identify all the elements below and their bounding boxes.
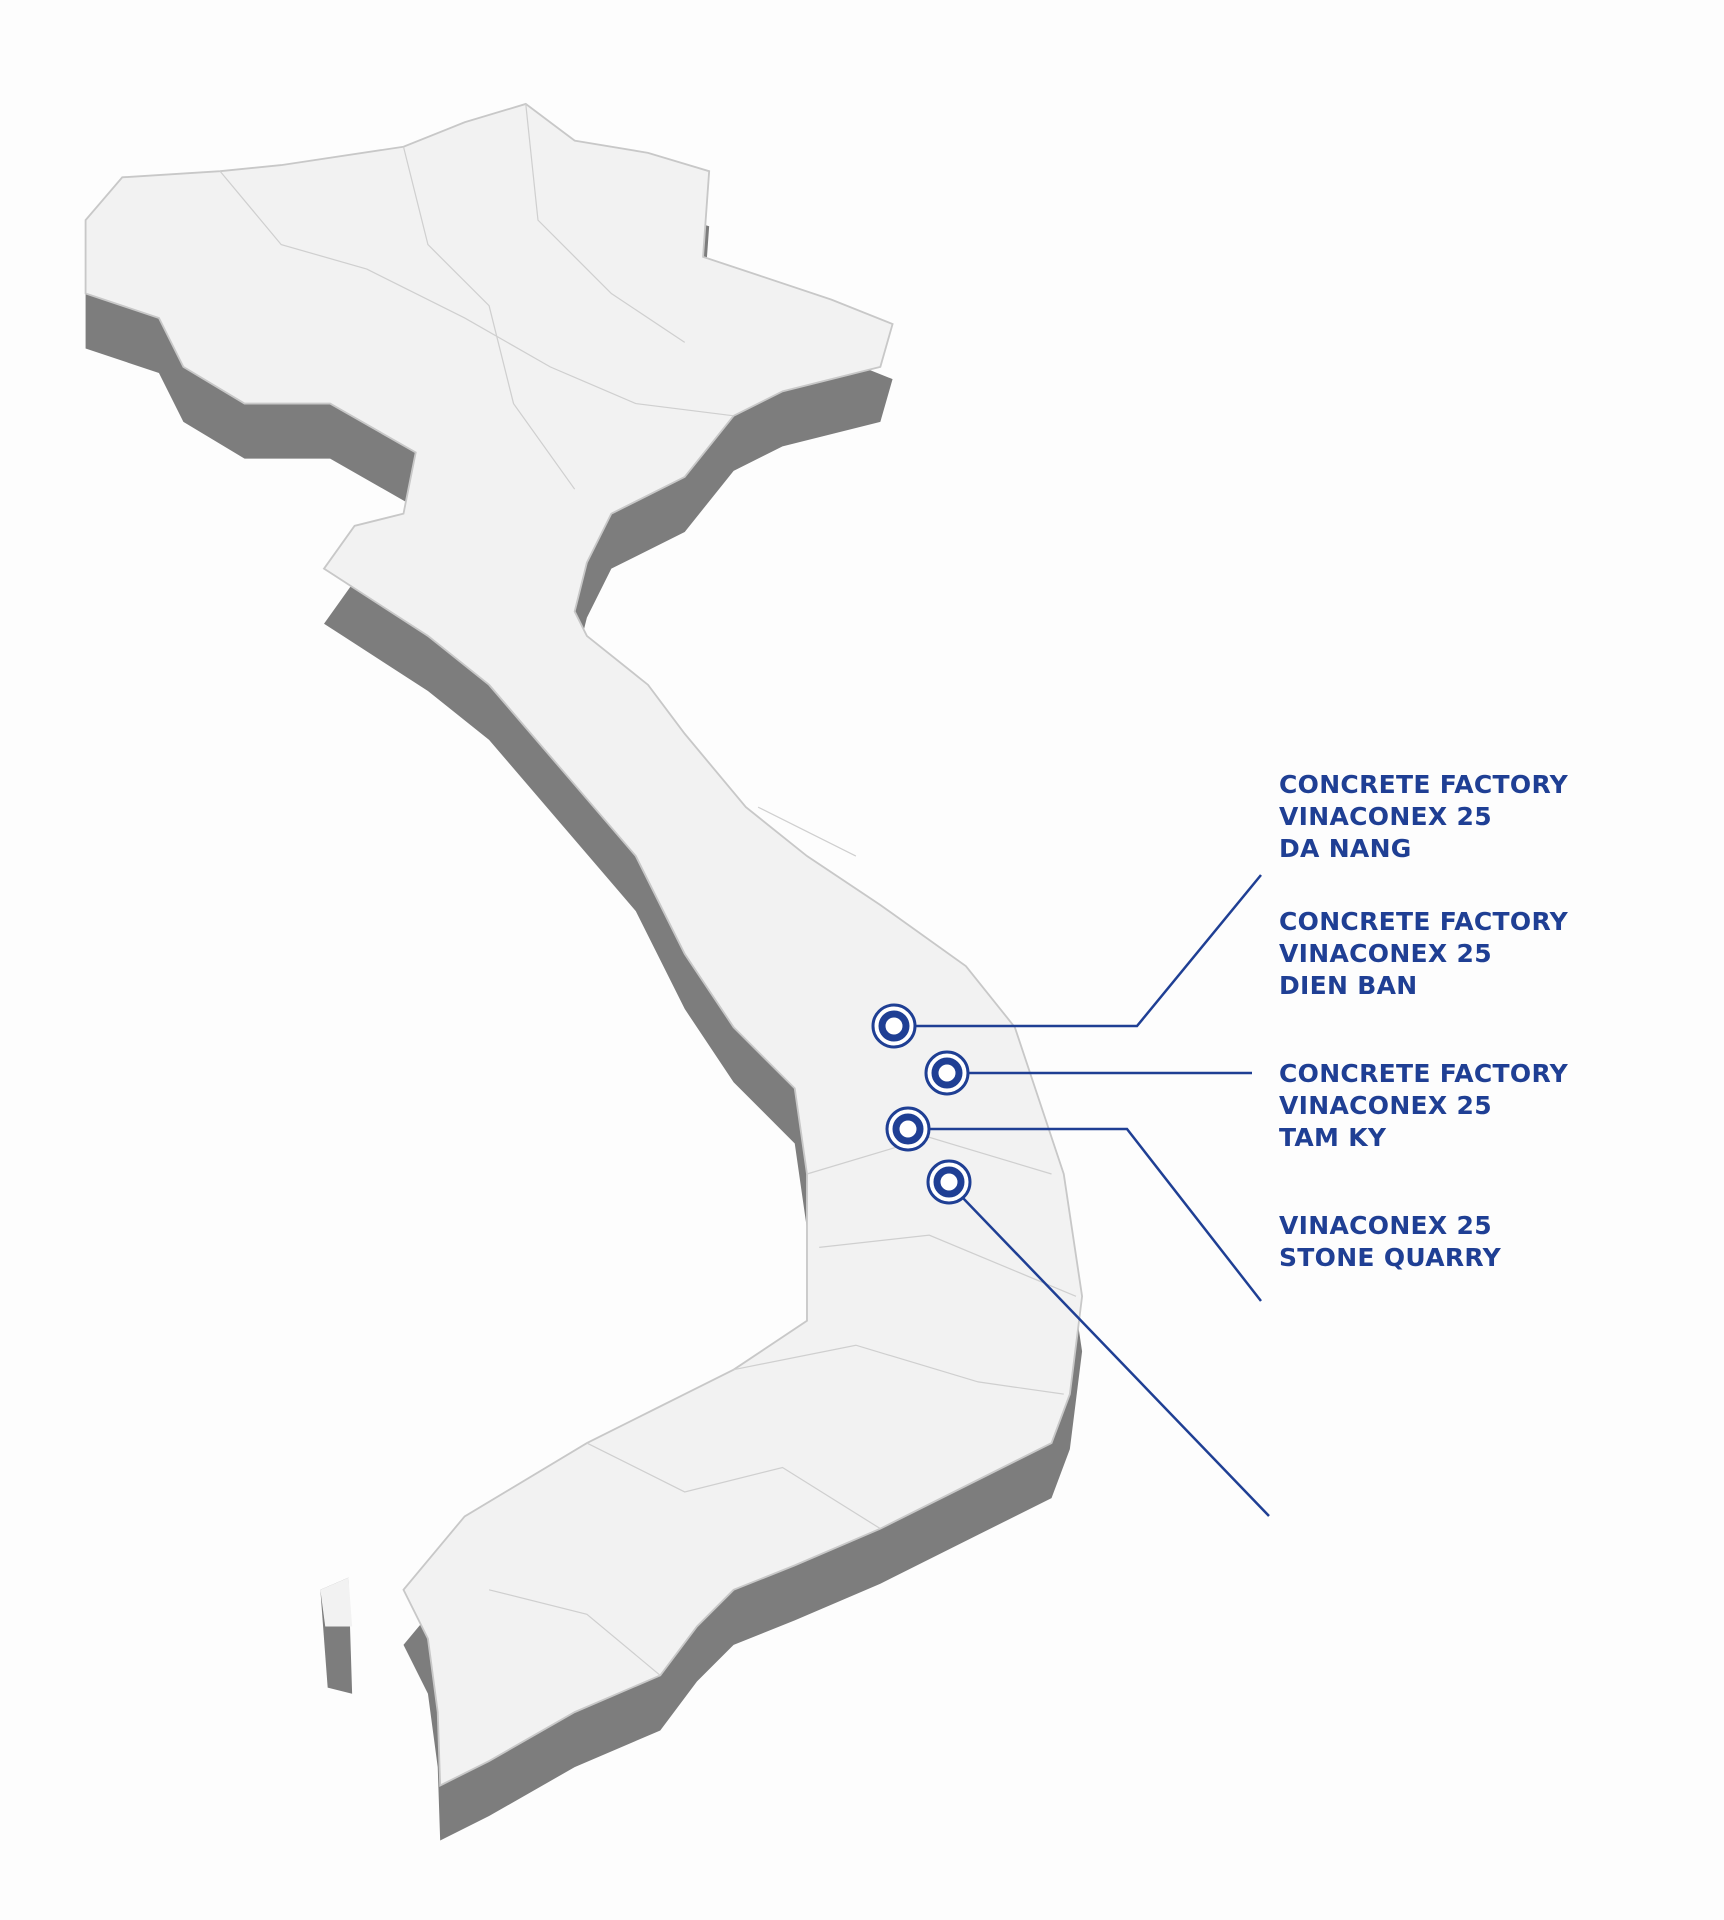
marker-tam-ky[interactable] [885,1106,931,1152]
label-dien-ban: CONCRETE FACTORY VINACONEX 25 DIEN BAN [1279,906,1568,1002]
label-tam-ky: CONCRETE FACTORY VINACONEX 25 TAM KY [1279,1058,1568,1154]
label-line: STONE QUARRY [1279,1243,1501,1272]
label-line: CONCRETE FACTORY [1279,907,1569,936]
label-line: DA NANG [1279,834,1412,863]
label-da-nang: CONCRETE FACTORY VINACONEX 25 DA NANG [1279,769,1568,865]
label-line: DIEN BAN [1279,971,1418,1000]
label-line: VINACONEX 25 [1279,939,1492,968]
marker-dien-ban[interactable] [924,1050,970,1096]
province-borders [219,103,1077,1676]
leader-line-da-nang [914,874,1262,1028]
label-line: VINACONEX 25 [1279,1211,1492,1240]
label-line: TAM KY [1279,1123,1387,1152]
map-land [84,102,1084,1787]
phu-quoc-island-top [320,1577,353,1627]
leader-line-tam-ky [928,1127,1262,1302]
label-line: VINACONEX 25 [1279,802,1492,831]
label-line: CONCRETE FACTORY [1279,770,1569,799]
label-line: CONCRETE FACTORY [1279,1059,1569,1088]
marker-stone-quarry[interactable] [926,1159,972,1205]
leader-line-stone-quarry [961,1196,1270,1517]
marker-da-nang[interactable] [871,1003,917,1049]
label-stone-quarry: VINACONEX 25 STONE QUARRY [1279,1210,1501,1274]
label-line: VINACONEX 25 [1279,1091,1492,1120]
